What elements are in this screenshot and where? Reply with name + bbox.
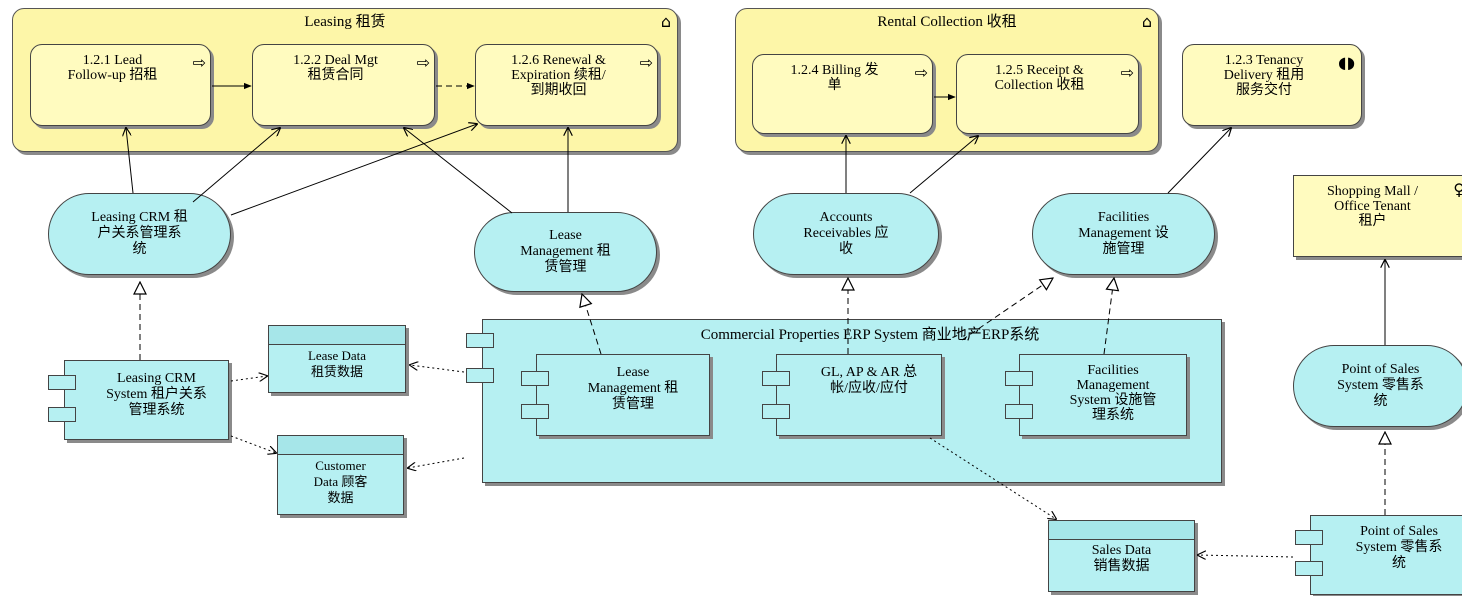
component-tab-icon bbox=[1005, 371, 1033, 386]
process-arrow-icon: ⇨ bbox=[416, 53, 430, 72]
collapse-chevron-icon[interactable]: ⌂ bbox=[660, 12, 671, 31]
component-erp-system-title: Commercial Properties ERP System 商业地产ERP… bbox=[700, 327, 1040, 343]
collapse-chevron-icon[interactable]: ⌂ bbox=[1141, 12, 1152, 31]
component-tab-icon bbox=[466, 368, 494, 383]
process-billing-label: 1.2.4 Billing 发单 bbox=[790, 63, 879, 93]
data-header bbox=[278, 436, 403, 455]
process-renewal-expiration[interactable]: 1.2.6 Renewal &Expiration 续租/到期收回 ⇨ bbox=[475, 44, 658, 126]
edge-ar-to-receipt bbox=[909, 136, 978, 194]
edge-erp-to-lease-data bbox=[410, 365, 465, 373]
edge-glapar-to-sales-data bbox=[929, 437, 1056, 519]
group-rental-collection-title: Rental Collection 收租 bbox=[877, 14, 1017, 30]
edge-pos-to-sales-data bbox=[1198, 555, 1294, 557]
edge-crm-to-renewal bbox=[230, 124, 477, 216]
service-leasing-crm-label: Leasing CRM 租户关系管理系统 bbox=[91, 210, 188, 257]
actor-icon: ♀ bbox=[1453, 180, 1462, 199]
component-tab-icon bbox=[48, 407, 76, 422]
component-tab-icon bbox=[762, 404, 790, 419]
data-header bbox=[1049, 521, 1194, 540]
process-arrow-icon: ⇨ bbox=[1120, 63, 1134, 82]
edge-crm-to-customer-data bbox=[230, 435, 276, 453]
edge-crm-to-deal bbox=[192, 128, 280, 203]
data-header bbox=[269, 326, 405, 345]
edge-lease-to-deal bbox=[404, 128, 513, 214]
process-arrow-icon: ⇨ bbox=[192, 53, 206, 72]
process-billing[interactable]: 1.2.4 Billing 发单 ⇨ bbox=[752, 54, 933, 134]
edge-lease-comp-realizes bbox=[582, 294, 602, 355]
component-tab-icon bbox=[521, 371, 549, 386]
component-tab-icon bbox=[1295, 530, 1323, 545]
component-tab-icon bbox=[762, 371, 790, 386]
component-gl-ap-ar-label: GL, AP & AR 总帐/应收/应付 bbox=[820, 365, 918, 396]
component-tab-icon bbox=[466, 333, 494, 348]
component-tab-icon bbox=[48, 375, 76, 390]
process-receipt-collection[interactable]: 1.2.5 Receipt &Collection 收租 ⇨ bbox=[956, 54, 1139, 134]
edge-facilities-realizes-lease bbox=[961, 278, 1053, 341]
group-leasing-title: Leasing 租赁 bbox=[304, 14, 386, 30]
component-tab-icon bbox=[1295, 561, 1323, 576]
edge-crm-to-lease-data bbox=[230, 376, 267, 381]
edge-facilities-realizes bbox=[1103, 278, 1114, 355]
component-tab-icon bbox=[521, 404, 549, 419]
process-arrow-icon: ⇨ bbox=[639, 53, 653, 72]
process-arrow-icon: ⇨ bbox=[914, 63, 928, 82]
process-renewal-expiration-label: 1.2.6 Renewal &Expiration 续租/到期收回 bbox=[511, 53, 606, 98]
edge-crm-to-lead bbox=[126, 128, 134, 194]
component-tab-icon bbox=[1005, 404, 1033, 419]
process-receipt-collection-label: 1.2.5 Receipt &Collection 收租 bbox=[994, 63, 1085, 93]
service-icon: ◖◗ bbox=[1338, 53, 1355, 72]
edge-fm-to-tenancy bbox=[1167, 128, 1231, 194]
edge-erp-to-customer-data bbox=[408, 457, 465, 468]
component-gl-ap-ar[interactable]: GL, AP & AR 总帐/应收/应付 bbox=[776, 354, 942, 436]
service-leasing-crm[interactable]: Leasing CRM 租户关系管理系统 bbox=[48, 193, 231, 275]
